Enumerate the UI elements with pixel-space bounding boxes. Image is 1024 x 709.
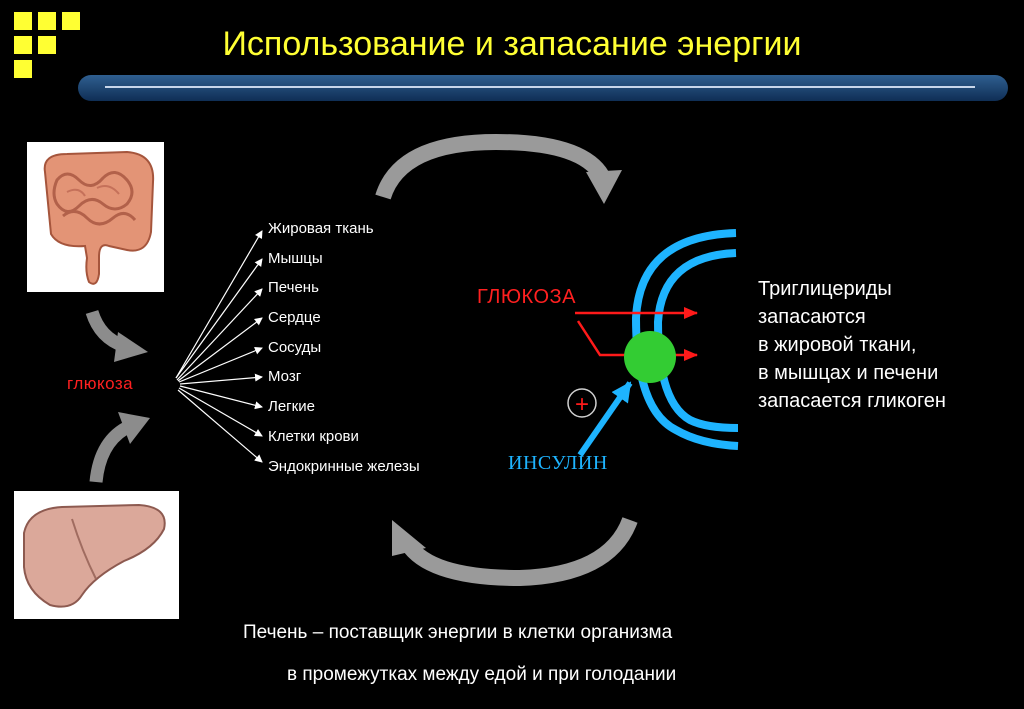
insulin-arrow	[577, 381, 633, 457]
storage-line: запасаются	[758, 306, 866, 328]
cycle-arrow-top	[375, 133, 622, 204]
header-bar	[78, 75, 1008, 101]
plus-circle	[567, 388, 597, 418]
insulin-receptor	[624, 331, 676, 383]
page-title: Использование и запасание энергии	[222, 25, 802, 63]
tissue-list: Жировая ткань Мышцы Печень Сердце Сосуды…	[268, 214, 420, 481]
list-item: Легкие	[268, 398, 315, 416]
list-item: Клетки крови	[268, 427, 359, 445]
list-item: Жировая ткань	[268, 220, 374, 237]
cycle-arrow-bottom	[392, 516, 638, 587]
list-item: Мышцы	[268, 249, 323, 267]
distribution-arrows	[175, 230, 263, 463]
glucose-label-left: глюкоза	[67, 374, 134, 393]
liver-icon	[23, 503, 166, 608]
plus-sign: +	[575, 391, 589, 418]
storage-line: в жировой ткани,	[758, 334, 917, 356]
list-item: Печень	[268, 279, 319, 297]
intestine-to-glucose-arrow	[85, 309, 148, 362]
intestine-icon	[43, 150, 155, 285]
list-item: Мозг	[268, 368, 302, 386]
glucose-label-membrane: ГЛЮКОЗА	[477, 286, 576, 308]
liver-image	[14, 491, 179, 619]
footer-line-1: Печень – поставщик энергии в клетки орга…	[243, 622, 673, 643]
list-item: Сердце	[268, 309, 321, 327]
storage-line: в мышцах и печени	[758, 362, 939, 384]
storage-line: запасается гликоген	[758, 390, 946, 412]
list-item: Сосуды	[268, 338, 322, 356]
footer-line-2: в промежутках между едой и при голодании	[287, 664, 677, 685]
liver-to-glucose-arrow	[89, 412, 150, 483]
storage-text: Триглицериды запасаются в жировой ткани,…	[758, 275, 946, 415]
insulin-label: ИНСУЛИН	[508, 452, 608, 474]
intestine-image	[27, 142, 164, 292]
logo-squares-icon	[14, 12, 84, 82]
storage-line: Триглицериды	[758, 278, 892, 300]
header-divider	[105, 86, 975, 88]
list-item: Эндокринные железы	[268, 457, 420, 475]
